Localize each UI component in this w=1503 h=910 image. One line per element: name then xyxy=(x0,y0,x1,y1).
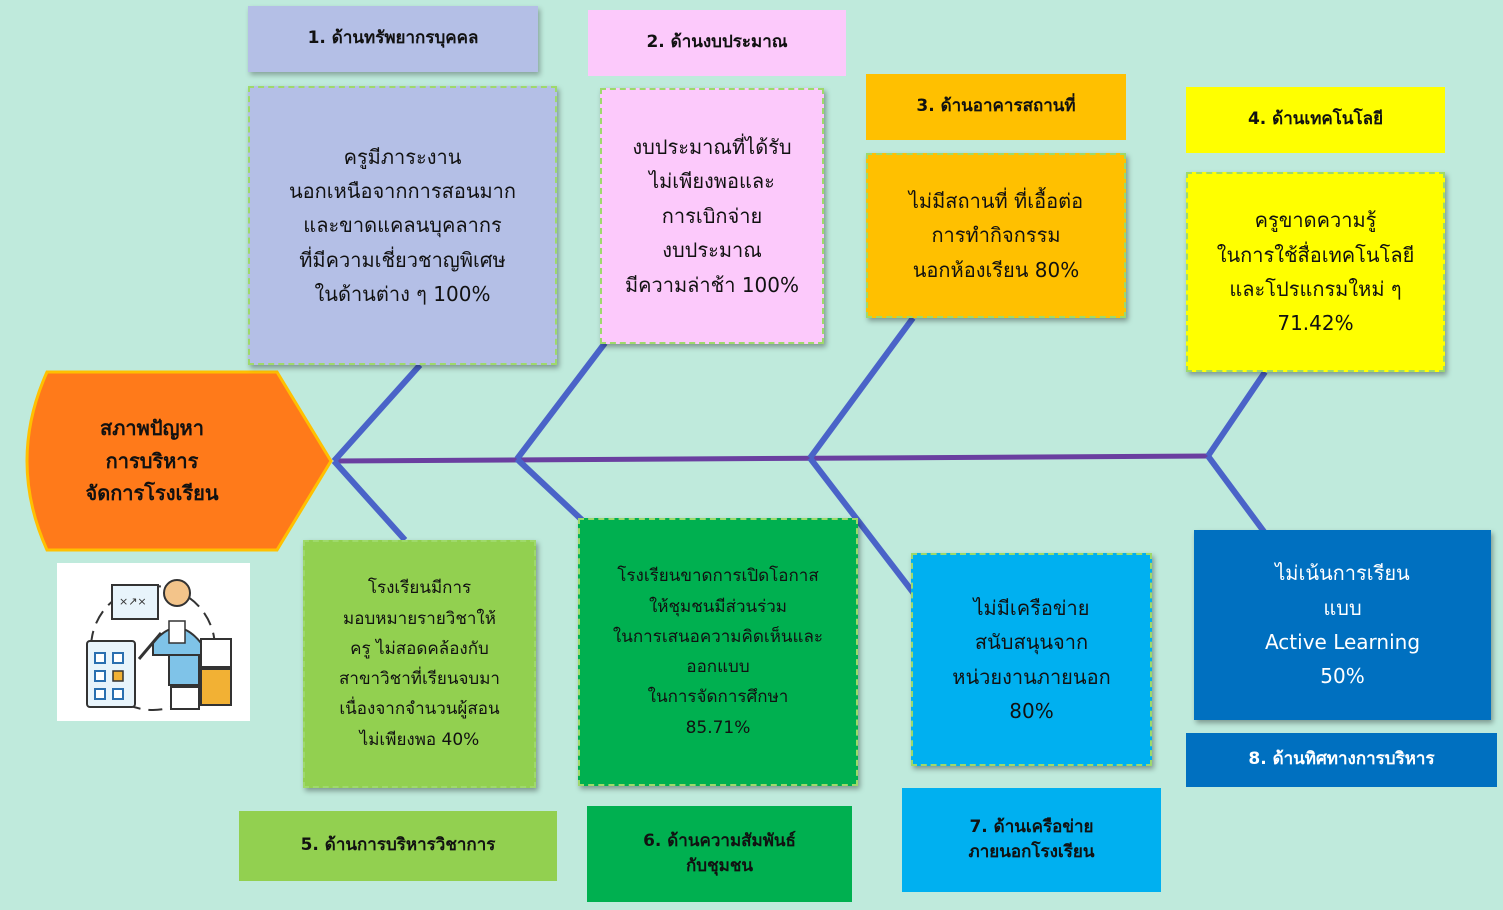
category-5-title: 5. ด้านการบริหารวิชาการ xyxy=(239,811,557,881)
description-line: โรงเรียนมีการ xyxy=(367,578,472,599)
description-line: หน่วยงานภายนอก xyxy=(952,664,1111,689)
description-line: ให้ชุมชนมีส่วนร่วม xyxy=(648,596,788,617)
head-line: สภาพปัญหา xyxy=(100,416,204,441)
description-line: ในการจัดการศึกษา xyxy=(647,687,789,708)
description-line: ไม่เพียงพอ 40% xyxy=(359,729,480,750)
head-title: สภาพปัญหา การบริหาร จัดการโรงเรียน xyxy=(47,370,257,552)
description-line: ในการเสนอความคิดเห็นและ xyxy=(612,626,824,647)
description-line: ครู ไม่สอดคล้องกับ xyxy=(350,638,489,659)
description-line: ครูขาดความรู้ xyxy=(1254,208,1377,233)
description-line: นอกห้องเรียน 80% xyxy=(912,257,1080,282)
category-6-description: โรงเรียนขาดการเปิดโอกาส ให้ชุมชนมีส่วนร่… xyxy=(578,518,858,786)
category-1-description: ครูมีภาระงาน นอกเหนือจากการสอนมาก และขาด… xyxy=(248,86,557,365)
head-line: การบริหาร xyxy=(105,448,199,473)
management-illustration: ×↗× xyxy=(57,563,250,721)
description-line: งบประมาณ xyxy=(662,238,762,263)
description-line: Active Learning xyxy=(1264,630,1421,654)
bone-5 xyxy=(331,458,408,543)
bone-7 xyxy=(807,456,918,597)
description-line: โรงเรียนขาดการเปิดโอกาส xyxy=(617,566,819,587)
bone-3 xyxy=(807,316,916,460)
description-line: มีความล่าช้า 100% xyxy=(624,272,800,297)
description-line: 85.71% xyxy=(685,717,751,738)
category-3-title: 3. ด้านอาคารสถานที่ xyxy=(866,74,1126,140)
title-line: 6. ด้านความสัมพันธ์ xyxy=(643,830,796,851)
svg-text:×↗×: ×↗× xyxy=(119,595,147,608)
description-line: การทำกิจกรรม xyxy=(931,223,1061,248)
description-line: มอบหมายรายวิชาให้ xyxy=(343,608,496,629)
fish-head: สภาพปัญหา การบริหาร จัดการโรงเรียน xyxy=(7,370,333,552)
description-line: สาขาวิชาที่เรียนจบมา xyxy=(339,669,500,689)
description-line: นอกเหนือจากการสอนมาก xyxy=(288,178,517,203)
bone-2 xyxy=(514,341,608,461)
description-line: ไม่เพียงพอและ xyxy=(649,169,775,194)
title-line: ภายนอกโรงเรียน xyxy=(968,842,1095,862)
spine-line xyxy=(333,453,1211,464)
description-line: ครูมีภาระงาน xyxy=(343,144,462,169)
description-line: เนื่องจากจำนวนผู้สอน xyxy=(339,699,500,720)
category-8-description: ไม่เน้นการเรียน แบบ Active Learning 50% xyxy=(1194,530,1491,720)
category-5-description: โรงเรียนมีการ มอบหมายรายวิชาให้ ครู ไม่ส… xyxy=(303,540,536,788)
category-2-description: งบประมาณที่ได้รับ ไม่เพียงพอและ การเบิกจ… xyxy=(600,88,824,344)
description-line: การเบิกจ่าย xyxy=(661,203,763,228)
bone-4 xyxy=(1205,370,1268,458)
category-4-description: ครูขาดความรู้ ในการใช้สื่อเทคโนโลยี และโ… xyxy=(1186,172,1445,372)
category-7-description: ไม่มีเครือข่าย สนับสนุนจาก หน่วยงานภายนอ… xyxy=(911,553,1152,766)
description-line: ในด้านต่าง ๆ 100% xyxy=(314,282,491,307)
description-line: สนับสนุนจาก xyxy=(974,630,1089,655)
description-line: งบประมาณที่ได้รับ xyxy=(632,135,792,160)
description-line: ไม่มีเครือข่าย xyxy=(973,595,1090,620)
category-2-title: 2. ด้านงบประมาณ xyxy=(588,10,846,76)
description-line: ในการใช้สื่อเทคโนโลยี xyxy=(1216,242,1415,267)
category-4-title: 4. ด้านเทคโนโลยี xyxy=(1186,87,1445,153)
description-line: 80% xyxy=(1009,698,1054,723)
bone-6 xyxy=(514,456,585,523)
category-7-title: 7. ด้านเครือข่าย ภายนอกโรงเรียน xyxy=(902,788,1161,892)
category-6-title: 6. ด้านความสัมพันธ์ กับชุมชน xyxy=(587,806,852,902)
description-line: แบบ xyxy=(1323,595,1362,620)
head-line: จัดการโรงเรียน xyxy=(85,481,219,506)
description-line: ไม่มีสถานที่ ที่เอื้อต่อ xyxy=(908,188,1084,213)
title-line: กับชุมชน xyxy=(686,856,753,876)
description-line: 71.42% xyxy=(1277,311,1354,336)
bone-8 xyxy=(1205,454,1268,535)
description-line: ที่มีความเชี่ยวชาญพิเศษ xyxy=(299,247,506,272)
description-line: และโปรแกรมใหม่ ๆ xyxy=(1229,277,1402,301)
category-3-description: ไม่มีสถานที่ ที่เอื้อต่อ การทำกิจกรรม นอ… xyxy=(866,153,1126,318)
description-line: และขาดแคลนบุคลากร xyxy=(303,213,502,238)
description-line: ออกแบบ xyxy=(686,657,750,677)
category-8-title: 8. ด้านทิศทางการบริหาร xyxy=(1186,733,1497,787)
title-line: 7. ด้านเครือข่าย xyxy=(969,816,1094,837)
description-line: ไม่เน้นการเรียน xyxy=(1275,561,1410,586)
category-1-title: 1. ด้านทรัพยากรบุคคล xyxy=(248,6,538,72)
bone-1 xyxy=(331,362,423,464)
description-line: 50% xyxy=(1320,664,1365,689)
